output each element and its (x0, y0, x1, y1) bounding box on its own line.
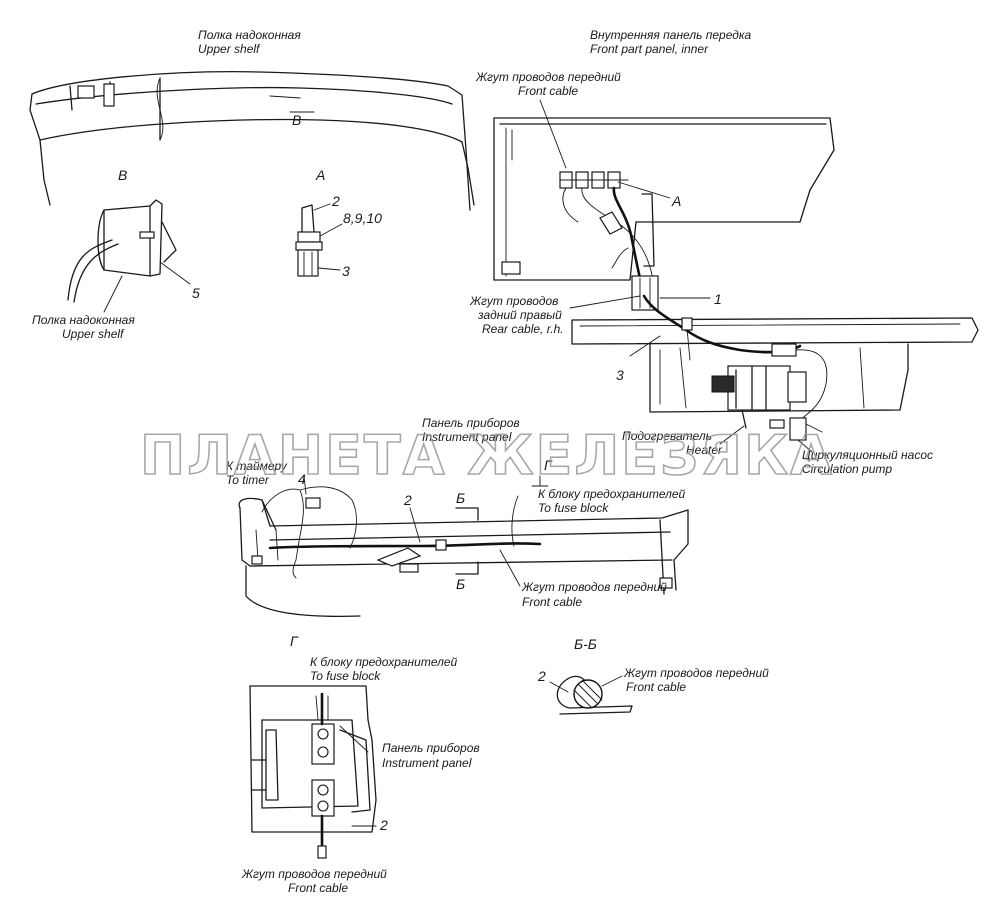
rear-cable-ru2: задний правый (477, 308, 562, 322)
view-b-title: В (118, 167, 127, 183)
view-a-detail: А 2 8,9,10 3 (295, 167, 382, 279)
view-b-detail: В 5 Полка надоконная Upper shelf (32, 167, 200, 341)
instrument-panel-g-ru: Панель приборов (382, 741, 480, 755)
upper-shelf-b-ru: Полка надоконная (32, 313, 135, 327)
section-b-bottom: Б (456, 576, 465, 592)
callout-8-9-10: 8,9,10 (343, 210, 382, 226)
view-bb-title: Б-Б (574, 636, 597, 652)
front-cable-mid-ru: Жгут проводов передний (521, 580, 667, 594)
rear-cable-ru1: Жгут проводов (469, 294, 558, 308)
callout-2-view-a: 2 (331, 193, 340, 209)
front-panel-title-ru: Внутренняя панель передка (590, 28, 752, 42)
upper-shelf-title-ru: Полка надоконная (198, 28, 301, 42)
view-g-detail: Г К блоку предохранителей To fuse block … (241, 633, 480, 895)
letter-a-main: А (671, 193, 681, 209)
callout-3-main: 3 (616, 367, 624, 383)
front-cable-g-ru: Жгут проводов передний (241, 867, 387, 881)
view-g-marker: Г (544, 457, 553, 473)
rear-cable-en: Rear cable, r.h. (482, 322, 564, 336)
front-cable-top-en: Front cable (518, 84, 578, 98)
view-g-title: Г (290, 633, 299, 649)
to-fuse-en: To fuse block (538, 501, 609, 515)
callout-2-mid: 2 (403, 492, 412, 508)
instrument-panel-en: Instrument panel (422, 430, 512, 444)
to-fuse-g-en: To fuse block (310, 669, 381, 683)
section-bb-detail: Б-Б 2 Жгут проводов передний Front cable (537, 636, 769, 715)
heater-ru: Подогреватель (622, 429, 712, 443)
callout-1: 1 (714, 291, 722, 307)
circ-pump-en: Circulation pump (802, 462, 892, 476)
to-timer-en: To timer (226, 473, 270, 487)
instrument-panel-ru: Панель приборов (422, 416, 520, 430)
front-cable-top-ru: Жгут проводов передний (475, 70, 621, 84)
circ-pump-ru: Циркуляционный насос (802, 448, 933, 462)
view-b-marker: В (292, 112, 301, 128)
front-cable-bb-en: Front cable (626, 680, 686, 694)
watermark-text: ПЛАНЕТА ЖЕЛЕЗЯКА (140, 424, 834, 487)
to-timer-ru: К таймеру (226, 459, 288, 473)
callout-3-view-a: 3 (342, 263, 350, 279)
upper-shelf-b-en: Upper shelf (62, 327, 125, 341)
to-fuse-g-ru: К блоку предохранителей (310, 655, 458, 669)
front-cable-bb-ru: Жгут проводов передний (623, 666, 769, 680)
instrument-panel-g-en: Instrument panel (382, 756, 472, 770)
callout-5: 5 (192, 285, 200, 301)
heater-en: Heater (686, 443, 723, 457)
callout-4: 4 (298, 471, 306, 487)
callout-2-g: 2 (379, 817, 388, 833)
upper-shelf-drawing: Полка надоконная Upper shelf В (29, 28, 475, 211)
callout-2-bb: 2 (537, 668, 546, 684)
front-cable-g-en: Front cable (288, 881, 348, 895)
front-cable-mid-en: Front cable (522, 595, 582, 609)
view-a-title: А (315, 167, 325, 183)
front-panel-title-en: Front part panel, inner (590, 42, 709, 56)
section-b-top: Б (456, 490, 465, 506)
upper-shelf-title-en: Upper shelf (198, 42, 261, 56)
instrument-panel-drawing: Панель приборов Instrument panel К тайме… (226, 416, 689, 617)
front-panel-drawing: Внутренняя панель передка Front part pan… (469, 28, 979, 476)
to-fuse-ru: К блоку предохранителей (538, 487, 686, 501)
